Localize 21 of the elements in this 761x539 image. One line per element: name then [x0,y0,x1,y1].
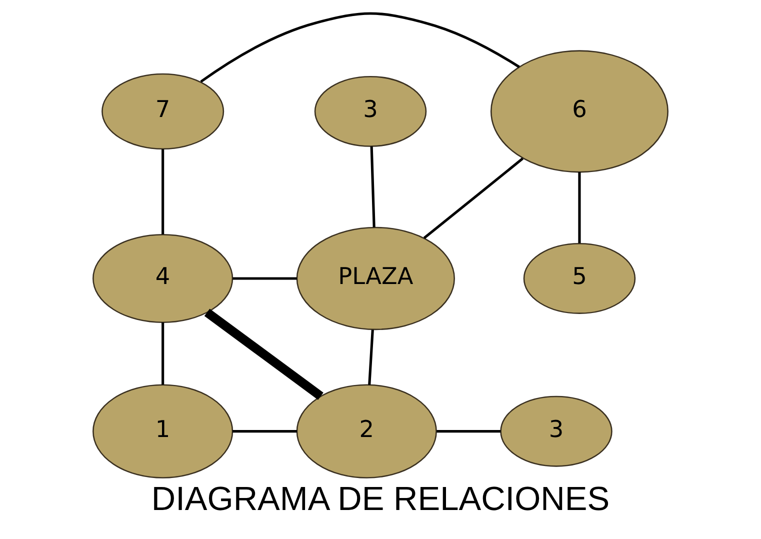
node-ellipse: 2 [296,384,437,478]
connector [423,158,524,240]
node-ellipse: PLAZA [296,226,455,330]
node-ellipse: 6 [490,50,668,173]
connector [204,308,324,400]
connector [162,322,164,385]
diagram-title: DIAGRAMA DE RELACIONES [151,480,610,518]
connector [232,277,297,280]
connector [232,430,297,433]
connector [162,149,164,234]
connector [370,146,376,228]
node-ellipse: 5 [523,243,636,314]
node-ellipse: 7 [102,73,224,150]
node-ellipse: 3 [314,76,427,147]
node-ellipse: 1 [92,384,234,478]
connector [368,330,374,385]
node-ellipse: 4 [92,234,234,323]
node-ellipse: 3 [500,396,612,467]
connector [578,172,581,244]
connector [200,12,520,83]
connector [436,430,501,433]
